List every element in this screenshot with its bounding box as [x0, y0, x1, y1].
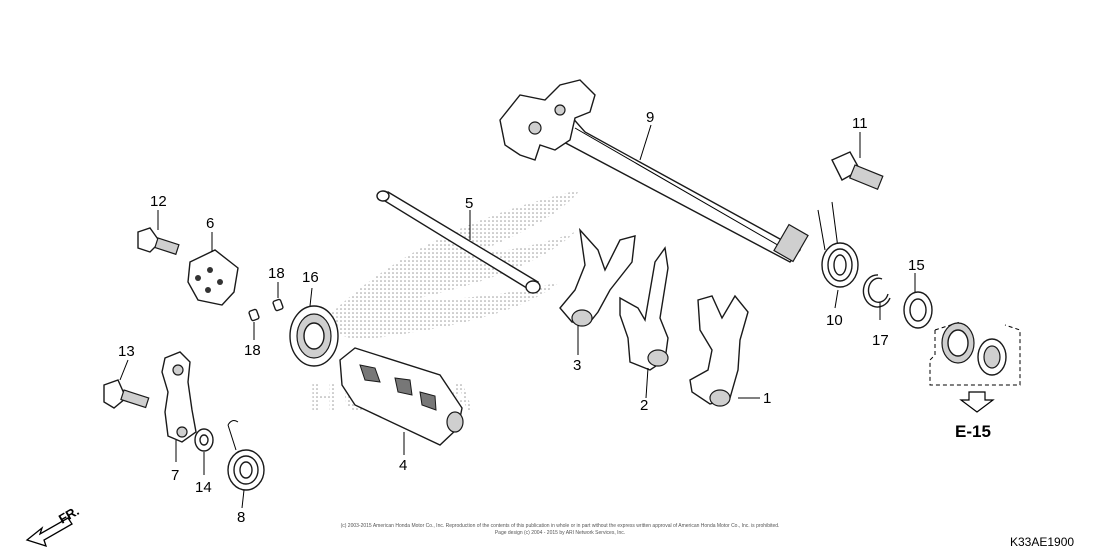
shift-drum-center[interactable]: [187, 249, 239, 306]
callout-14: 14: [195, 479, 212, 496]
shift-fork-shaft[interactable]: [376, 190, 541, 294]
callout-11: 11: [852, 115, 868, 132]
dowel-pin-upper[interactable]: [272, 298, 284, 312]
bolt-11[interactable]: [831, 151, 884, 190]
front-direction-arrow: [25, 517, 73, 548]
washer-14[interactable]: [194, 428, 214, 452]
stopper-spring[interactable]: [227, 420, 265, 491]
callout-6: 6: [206, 215, 214, 232]
drum-stopper-arm[interactable]: [161, 351, 197, 443]
copyright-line-2: Page design (c) 2004 - 2015 by ARI Netwo…: [495, 530, 625, 536]
callout-7: 7: [171, 467, 179, 484]
callout-4: 4: [399, 457, 407, 474]
shift-fork-3[interactable]: [559, 227, 636, 327]
callout-15: 15: [908, 257, 925, 274]
copyright-line-1: (c) 2003-2015 American Honda Motor Co., …: [341, 523, 780, 529]
callout-3: 3: [573, 357, 581, 374]
circlip[interactable]: [862, 274, 891, 308]
callout-12: 12: [150, 193, 167, 210]
bearing-16[interactable]: [289, 305, 339, 367]
callout-9: 9: [646, 109, 654, 126]
callout-18-upper: 18: [268, 265, 285, 282]
bolt-12[interactable]: [137, 227, 180, 256]
callout-17: 17: [872, 332, 889, 349]
shift-fork-2[interactable]: [619, 246, 669, 371]
bolt-13[interactable]: [103, 379, 150, 409]
washer-15[interactable]: [903, 291, 933, 329]
callout-16: 16: [302, 269, 319, 286]
callout-13: 13: [118, 343, 135, 360]
reference-arrow[interactable]: [959, 391, 995, 413]
return-spring[interactable]: [817, 201, 859, 288]
callout-1: 1: [763, 390, 771, 407]
gearshift-spindle[interactable]: [499, 79, 809, 263]
diagram-code: K33AE1900: [1010, 535, 1074, 549]
shift-drum[interactable]: [339, 347, 464, 446]
callout-10: 10: [826, 312, 843, 329]
reference-label[interactable]: E-15: [955, 422, 991, 441]
callout-2: 2: [640, 397, 648, 414]
callout-8: 8: [237, 509, 245, 526]
reference-bearing-group[interactable]: [929, 321, 1021, 386]
dowel-pin-lower[interactable]: [248, 308, 260, 322]
callout-5: 5: [465, 195, 473, 212]
callout-18-lower: 18: [244, 342, 261, 359]
shift-fork-1[interactable]: [689, 294, 749, 407]
